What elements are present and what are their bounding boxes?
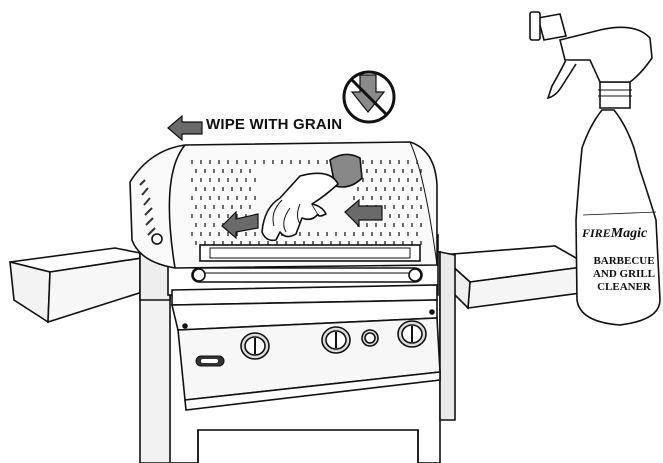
brand-logo-part: FIRE <box>582 226 611 240</box>
bottle-label <box>582 211 657 216</box>
wiping-hand-icon <box>261 153 363 242</box>
bottle-label-line: BARBECUE <box>593 255 655 267</box>
control-knob <box>397 320 427 348</box>
left-side-shelf <box>9 247 156 324</box>
control-knob-small <box>361 329 379 347</box>
direction-arrow-icon <box>344 198 383 228</box>
direction-arrow-icon <box>167 114 203 142</box>
hood-handle <box>191 267 423 283</box>
bottle-label-line: CLEANER <box>597 281 651 293</box>
brand-logo-part: Magic <box>610 226 648 241</box>
control-knob <box>240 332 270 360</box>
no-downward-wipe-icon <box>342 70 396 124</box>
ignition-badge <box>195 355 225 367</box>
right-side-shelf <box>438 245 593 310</box>
control-knob <box>321 326 351 354</box>
direction-arrow-icon <box>221 210 259 240</box>
instruction-text: WIPE WITH GRAIN <box>206 116 343 133</box>
bottle-label-line: AND GRILL <box>592 268 656 280</box>
spray-bottle-icon <box>529 11 661 326</box>
brand-logo: FIREMagic <box>582 226 647 242</box>
